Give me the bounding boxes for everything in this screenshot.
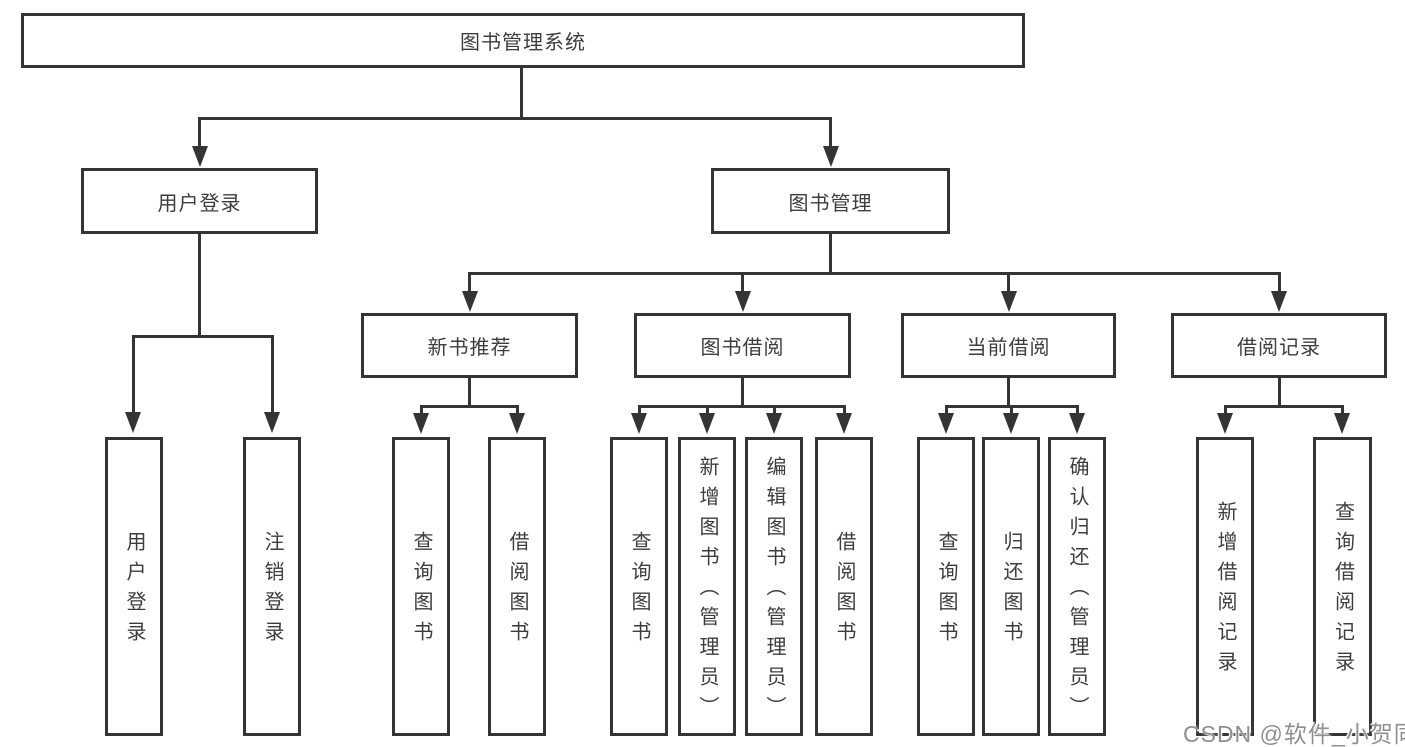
connector-stem-newrec-borrow xyxy=(515,405,519,416)
arrowhead-newrec-borrow xyxy=(509,413,525,434)
connector-stem-borrowing-query xyxy=(637,405,641,416)
arrowhead-user-login xyxy=(191,146,208,167)
connector-stem-borrow-records xyxy=(1277,272,1281,294)
arrowhead-borrowing-query xyxy=(631,413,647,434)
arrowhead-leaf-user-login xyxy=(125,412,141,433)
connector-stem-records-add xyxy=(1223,405,1227,416)
leaf-borrowing-edit-books-admin: 编辑图书（管理员） xyxy=(745,437,803,736)
node-borrowing-records: 借阅记录 xyxy=(1171,313,1387,378)
node-user-login: 用户登录 xyxy=(81,168,318,234)
arrowhead-borrowing-borrow xyxy=(836,413,852,434)
connector-stem-newrec-query xyxy=(419,405,423,416)
leaf-records-add-record: 新增借阅记录 xyxy=(1196,437,1254,736)
leaf-newrec-borrow-books: 借阅图书 xyxy=(488,437,546,736)
connector-newrec-down xyxy=(468,378,471,407)
connector-stem-current-query xyxy=(944,405,948,416)
leaf-borrowing-add-books-admin: 新增图书（管理员） xyxy=(678,437,736,736)
node-book-management: 图书管理 xyxy=(711,168,950,234)
leaf-records-query-record: 查询借阅记录 xyxy=(1313,437,1372,736)
arrowhead-borrowing-edit xyxy=(766,413,782,434)
connector-stem-new-book-rec xyxy=(468,272,471,294)
arrowhead-borrowing-add xyxy=(699,413,715,434)
connector-level3-branch xyxy=(468,272,1280,275)
connector-borrowing-split xyxy=(637,405,846,408)
connector-level2-branch xyxy=(198,117,832,120)
leaf-current-query-books: 查询图书 xyxy=(917,437,975,736)
connector-stem-borrowing-borrow xyxy=(842,405,846,416)
arrowhead-book-borrow xyxy=(734,291,751,312)
leaf-current-return-books: 归还图书 xyxy=(982,437,1040,736)
connector-borrowing-down xyxy=(741,378,744,407)
node-book-borrowing: 图书借阅 xyxy=(634,313,851,378)
connector-stem-current-confirm xyxy=(1075,405,1079,416)
leaf-borrowing-query-books: 查询图书 xyxy=(610,437,668,736)
connector-user-login-down xyxy=(198,234,201,337)
arrowhead-borrow-records xyxy=(1271,291,1287,312)
leaf-current-confirm-return-admin: 确认归还（管理员） xyxy=(1048,437,1106,736)
connector-current-down xyxy=(1007,378,1010,407)
connector-stem-book-borrow xyxy=(741,272,744,294)
node-current-borrowing: 当前借阅 xyxy=(901,313,1116,378)
connector-book-mgmt-down xyxy=(828,234,832,274)
connector-stem-leaf-user-login xyxy=(131,335,135,412)
connector-user-login-split xyxy=(131,335,274,338)
connector-stem-records-query xyxy=(1340,405,1344,416)
arrowhead-leaf-logout xyxy=(264,412,280,433)
arrowhead-records-query xyxy=(1334,413,1350,434)
csdn-watermark: CSDN @软件_小贺同学 xyxy=(1183,721,1405,747)
arrowhead-newrec-query xyxy=(413,413,429,434)
connector-records-down xyxy=(1277,378,1281,407)
connector-records-split xyxy=(1223,405,1344,408)
connector-stem-borrowing-add xyxy=(705,405,709,416)
connector-root-trunk xyxy=(520,68,523,118)
connector-stem-leaf-logout xyxy=(270,335,274,412)
connector-stem-user-login xyxy=(198,117,201,149)
arrowhead-records-add xyxy=(1217,413,1233,434)
arrowhead-current-return xyxy=(1003,413,1019,434)
arrowhead-new-book-rec xyxy=(461,291,478,312)
connector-stem-current-borrow xyxy=(1007,272,1010,294)
arrowhead-current-query xyxy=(938,413,954,434)
connector-stem-borrowing-edit xyxy=(772,405,776,416)
node-library-management-system: 图书管理系统 xyxy=(21,13,1025,68)
arrowhead-current-borrow xyxy=(1000,291,1017,312)
connector-stem-current-return xyxy=(1009,405,1013,416)
connector-stem-book-mgmt xyxy=(829,117,832,149)
leaf-user-login: 用户登录 xyxy=(105,437,163,736)
leaf-borrowing-borrow-books: 借阅图书 xyxy=(815,437,873,736)
node-new-book-recommend: 新书推荐 xyxy=(361,313,578,378)
leaf-logout: 注销登录 xyxy=(243,437,301,736)
arrowhead-book-mgmt xyxy=(822,146,839,167)
connector-newrec-split xyxy=(419,405,519,408)
arrowhead-current-confirm xyxy=(1069,413,1085,434)
leaf-newrec-query-books: 查询图书 xyxy=(392,437,450,736)
